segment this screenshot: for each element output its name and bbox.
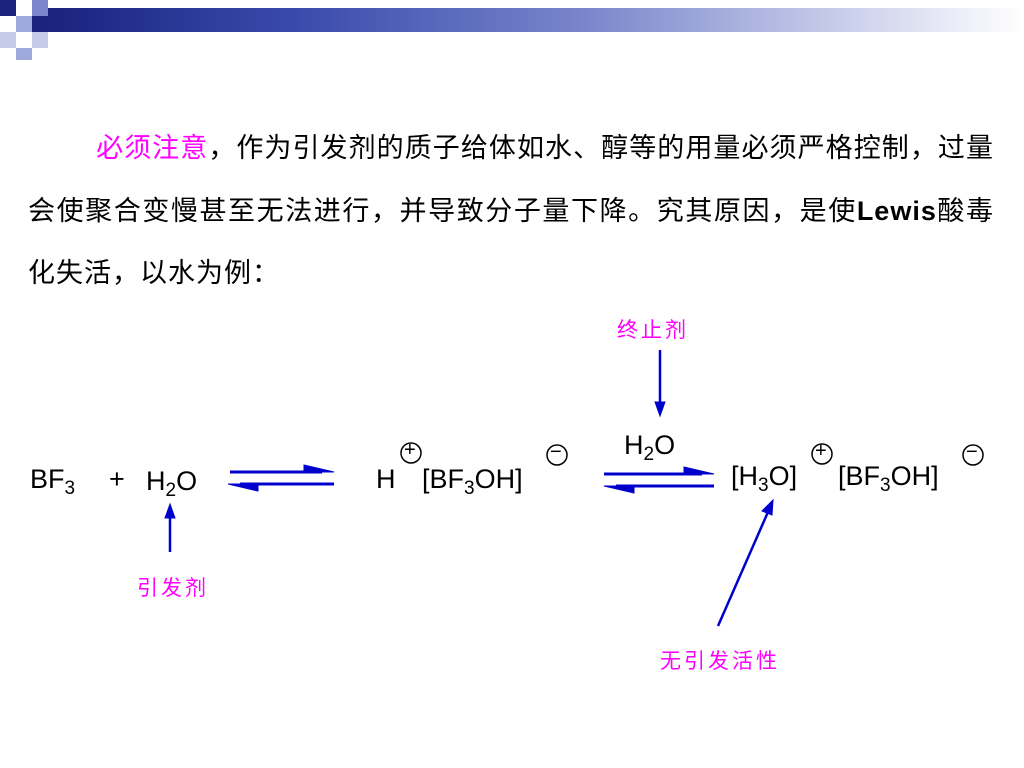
plus-charge-1: +: [404, 439, 416, 461]
plus-operator: +: [109, 464, 125, 494]
hydronium-formula: [H3O]: [731, 461, 798, 496]
lewis-word: Lewis: [856, 196, 937, 226]
complex-formula-2: [BF3OH]: [838, 461, 939, 496]
minus-charge-1: −: [550, 441, 562, 463]
terminator-arrow: [654, 350, 666, 418]
water-reagent: H2O: [624, 430, 676, 465]
header-gradient-bar: [48, 8, 1024, 32]
plus-charge-2: +: [815, 440, 827, 462]
paragraph-text: ，作为引发剂的质子给体如水、醇等的用量必须严格控制，过量会使聚合变慢甚至无法进行…: [28, 133, 994, 227]
complex-formula: [BF3OH]: [422, 464, 523, 499]
minus-charge-2: −: [966, 441, 978, 463]
terminator-label: 终止剂: [617, 318, 689, 342]
no-activity-label: 无引发活性: [660, 649, 780, 673]
bf3-formula: BF3: [30, 464, 76, 499]
proton-formula: H: [376, 464, 396, 494]
highlight-phrase: 必须注意: [96, 133, 209, 164]
equilibrium-arrow-2: [603, 466, 715, 494]
water-formula: H2O: [146, 466, 198, 501]
initiator-label: 引发剂: [137, 576, 209, 600]
equilibrium-arrow-1: [227, 464, 335, 492]
paragraph-tail: 酸毒化失活，以水为例：: [28, 196, 995, 289]
no-activity-arrow: [716, 498, 774, 627]
charge-circles: [400, 442, 984, 466]
intro-paragraph: 必须注意，作为引发剂的质子给体如水、醇等的用量必须严格控制，过量会使聚合变慢甚至…: [28, 118, 994, 305]
initiator-arrow: [164, 502, 176, 552]
